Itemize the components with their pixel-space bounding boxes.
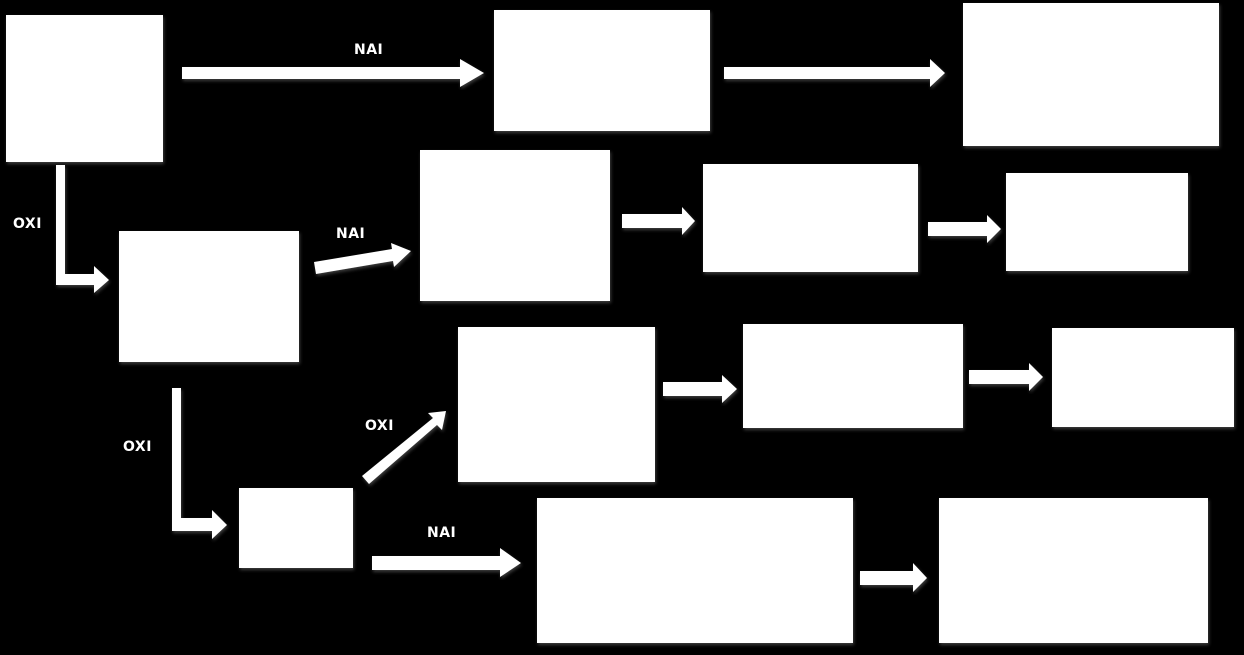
arrow-row4-a-to-b	[860, 563, 927, 592]
node-row1-end	[963, 3, 1219, 146]
node-row3-b	[743, 324, 963, 428]
node-row1-mid	[494, 10, 710, 131]
label-oxi-row3: OXI	[365, 418, 394, 434]
node-row2-c	[1006, 173, 1188, 271]
node-row3-a	[458, 327, 655, 482]
node-row4-a	[537, 498, 853, 643]
arrow-row3-b-to-c	[969, 363, 1043, 391]
node-row2-b	[703, 164, 918, 272]
label-nai-row4: NAI	[427, 525, 456, 541]
arrow-start-to-row1-mid	[182, 59, 484, 87]
arrow-row2-nai	[314, 243, 411, 274]
arrow-row2-b-to-c	[928, 215, 1001, 243]
arrow-row1-mid-to-end	[724, 59, 945, 87]
arrow-row2-a-to-b	[622, 207, 695, 235]
node-row3-c	[1052, 328, 1234, 427]
label-nai-row2: NAI	[336, 226, 365, 242]
label-oxi-branch2: OXI	[123, 439, 152, 455]
arrow-row3-a-to-b	[663, 375, 737, 403]
arrow-row2-oxi-branch	[172, 388, 227, 539]
node-row4-start	[239, 488, 353, 568]
arrow-row4-nai	[372, 548, 521, 577]
node-start	[6, 15, 163, 162]
node-row2-start	[119, 231, 299, 362]
label-nai-row1: NAI	[354, 42, 383, 58]
node-row4-b	[939, 498, 1208, 643]
node-row2-a	[420, 150, 610, 301]
label-oxi-branch1: OXI	[13, 216, 42, 232]
arrow-start-oxi-branch	[56, 165, 109, 293]
arrow-row4-oxi-up	[362, 411, 446, 484]
